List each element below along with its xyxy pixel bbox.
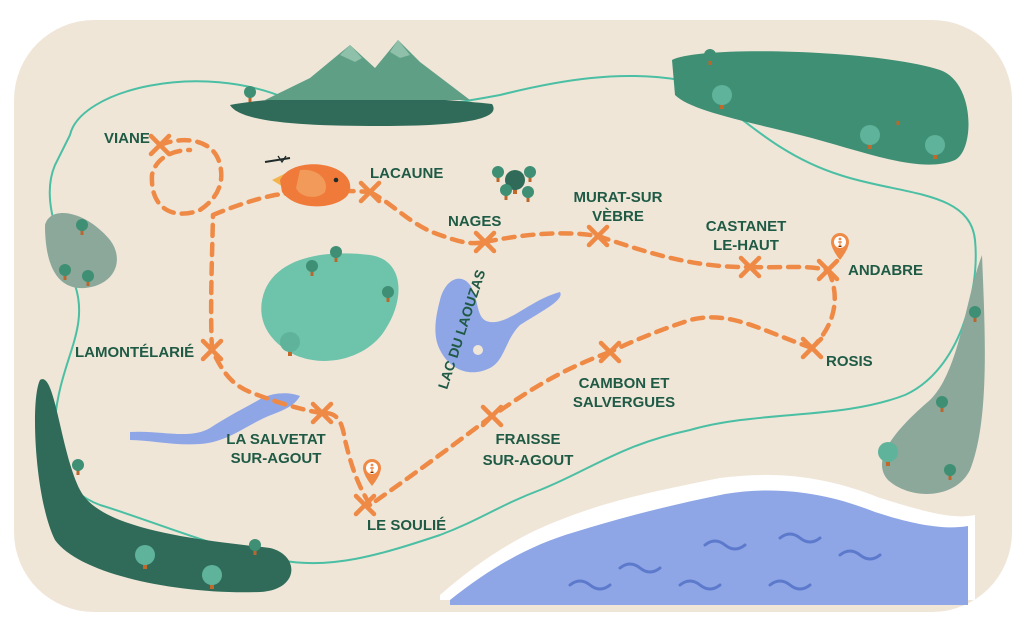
forest-bottom-left xyxy=(35,379,292,593)
label-nages: NAGES xyxy=(448,213,501,230)
forest-left xyxy=(45,213,117,289)
sea xyxy=(440,474,975,605)
label-murat: MURAT-SUR xyxy=(574,189,663,206)
label-castanet-2: LE-HAUT xyxy=(713,237,779,254)
label-fraisse-2: SUR-AGOUT xyxy=(483,452,574,469)
label-rosis: ROSIS xyxy=(826,353,873,370)
label-lacaune: LACAUNE xyxy=(370,165,443,182)
river xyxy=(130,393,300,445)
label-salvetat-2: SUR-AGOUT xyxy=(231,450,322,467)
forest-top-right xyxy=(672,49,969,165)
label-cambon: CAMBON ET xyxy=(579,375,670,392)
label-lamontelarie: LAMONTÉLARIÉ xyxy=(75,344,194,361)
pond xyxy=(261,246,399,361)
fish-icon xyxy=(264,155,351,207)
forest-right xyxy=(878,255,985,494)
label-andabre: ANDABRE xyxy=(848,262,923,279)
hiking-route xyxy=(149,137,837,508)
lake-laouzas xyxy=(435,278,561,373)
mountain-icon xyxy=(230,40,494,126)
label-murat-2: VÈBRE xyxy=(592,208,644,225)
hiker-icon xyxy=(363,459,381,486)
label-viane: VIANE xyxy=(104,130,150,147)
label-salvetat: LA SALVETAT xyxy=(226,431,325,448)
hiker-icon xyxy=(831,233,849,260)
label-soulie: LE SOULIÉ xyxy=(367,517,446,534)
label-fraisse: FRAISSE xyxy=(495,431,560,448)
label-castanet: CASTANET xyxy=(706,218,787,235)
label-cambon-2: SALVERGUES xyxy=(573,394,675,411)
